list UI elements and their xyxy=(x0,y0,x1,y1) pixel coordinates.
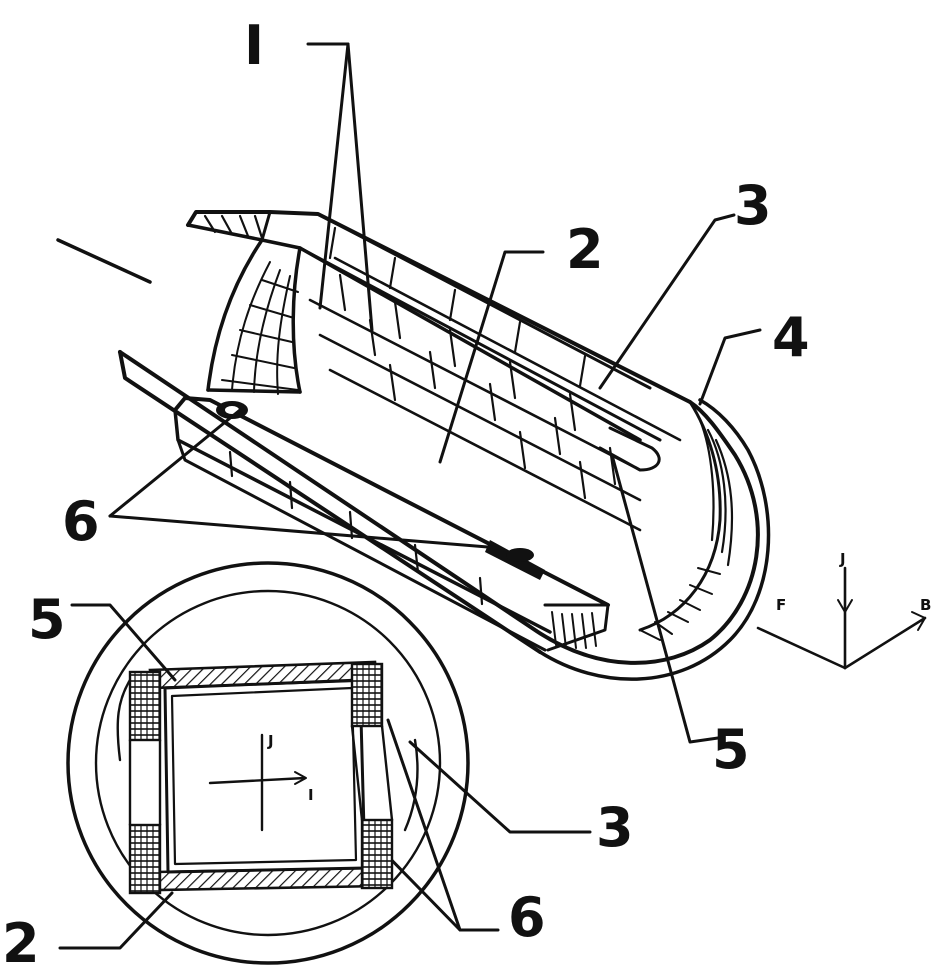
axis-triad-main xyxy=(756,566,927,670)
axis-cross-section xyxy=(208,733,307,832)
label-part-4: 4 xyxy=(772,306,810,369)
cylinder-view xyxy=(56,210,771,681)
inner-circle xyxy=(94,589,442,937)
label-part-I: I xyxy=(244,14,264,77)
section-axis-label-right: I xyxy=(308,786,314,804)
axis-label-right: B xyxy=(920,596,931,614)
axis-labels: J F B J I xyxy=(267,550,931,804)
leader-lines xyxy=(58,42,762,950)
label-part-5-right: 5 xyxy=(712,718,750,781)
bottom-flange xyxy=(173,396,610,652)
label-part-2-bottom: 2 xyxy=(2,912,40,975)
outer-circle xyxy=(66,561,470,965)
label-part-6-left: 6 xyxy=(62,490,100,553)
outer-shell xyxy=(118,350,771,681)
label-part-2-top: 2 xyxy=(566,218,604,281)
coil-blocks xyxy=(128,662,394,895)
label-part-6-bottom: 6 xyxy=(508,886,546,949)
label-part-3-top: 3 xyxy=(734,174,772,237)
plate-walls xyxy=(148,660,384,892)
axis-label-up: J xyxy=(839,550,846,568)
top-flange xyxy=(186,210,692,442)
cross-section-view xyxy=(66,561,470,965)
label-part-3-bottom: 3 xyxy=(596,796,634,859)
front-end-face xyxy=(206,238,302,395)
inner-shield-segments xyxy=(308,226,682,532)
label-part-5-left: 5 xyxy=(28,588,66,651)
part-labels: I 2 3 4 6 5 5 3 2 6 xyxy=(2,14,810,975)
axis-label-left: F xyxy=(776,596,786,614)
coil-6-markers xyxy=(216,401,545,580)
stray-stroke xyxy=(56,238,152,284)
section-axis-label-up: J xyxy=(267,732,274,750)
